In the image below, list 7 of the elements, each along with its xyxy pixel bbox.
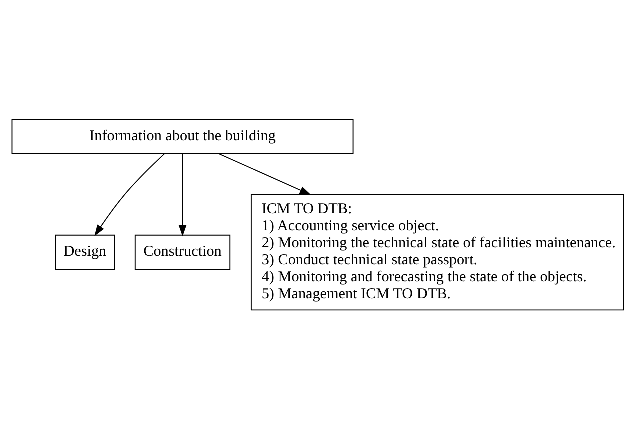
arrow [94,153,166,236]
arrow [178,154,187,237]
arrow [218,153,312,196]
node-box: ICM TO DTB: 1) Accounting service object. 2) Monitoring the technical state of facilities maintenance. 3) Conduct technical state passport. 4) Monitoring and forecasting the state of the objects. 5) Management ICM TO DTB. [250,194,624,311]
node-box: Design [55,234,116,270]
node-box: Information about the building [12,119,354,154]
node-box: Construction [134,234,231,270]
